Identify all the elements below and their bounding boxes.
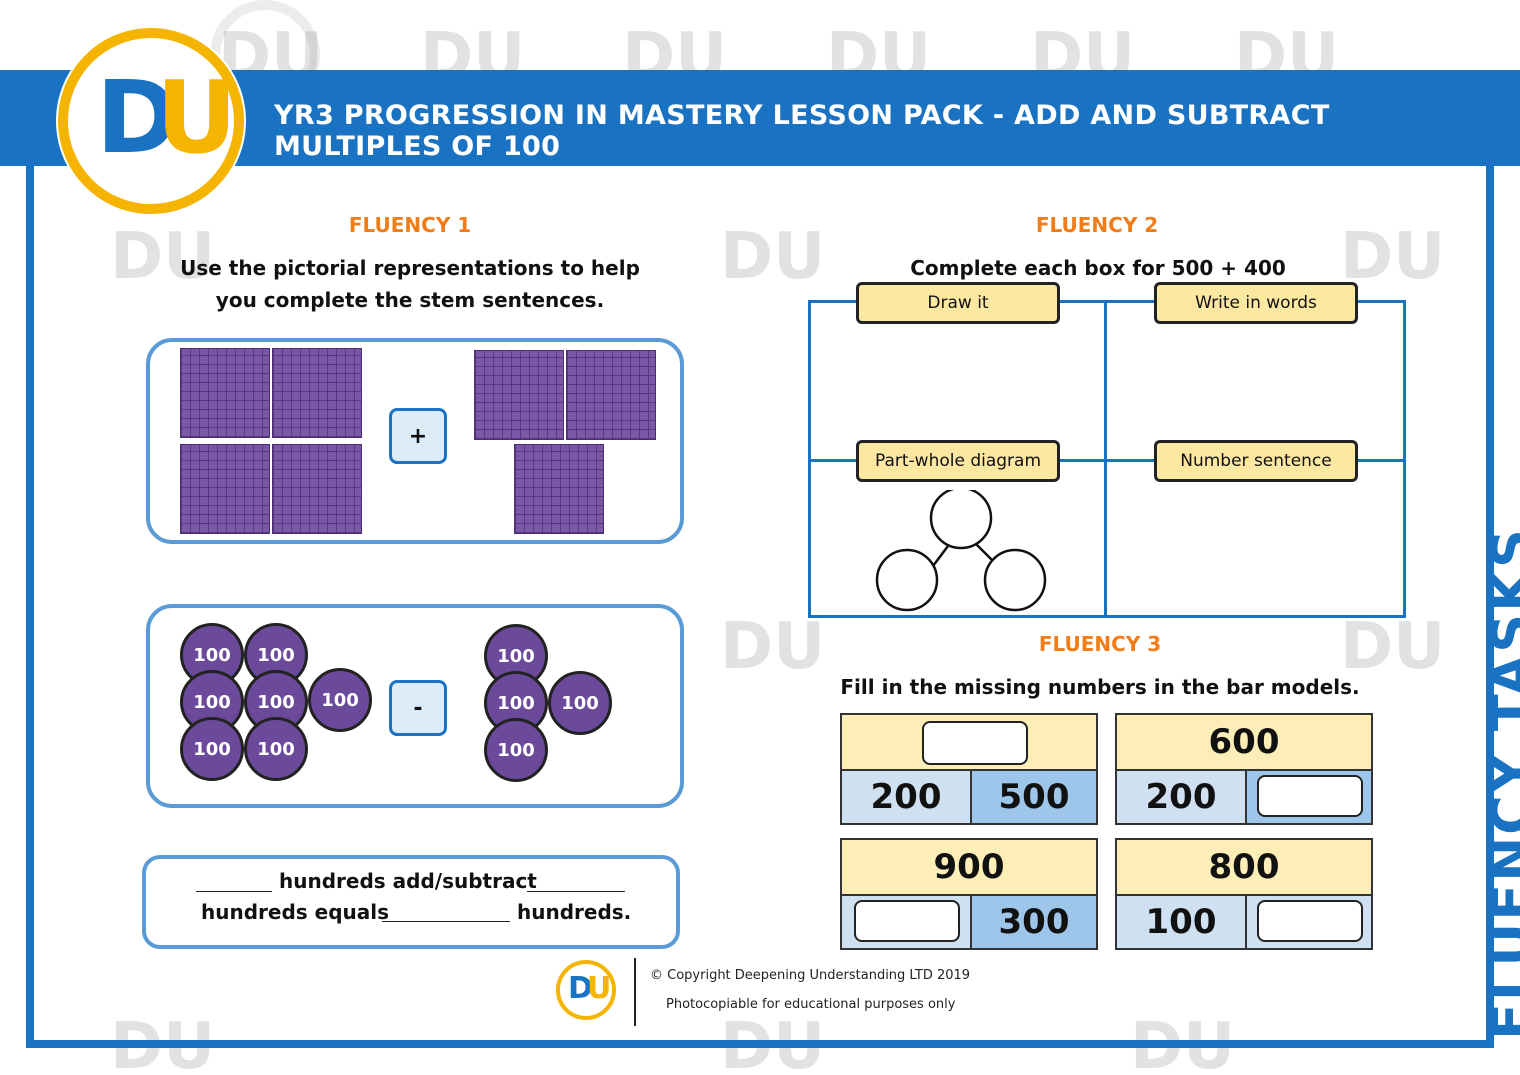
logo-letter-d: D bbox=[568, 971, 593, 1006]
hundred-counter: 100 bbox=[244, 717, 308, 781]
fluency1-title: FLUENCY 1 bbox=[348, 213, 472, 237]
page-title: YR3 PROGRESSION IN MASTERY LESSON PACK -… bbox=[274, 100, 1330, 162]
answer-box[interactable] bbox=[1257, 900, 1363, 942]
bar-model: 800 100 bbox=[1115, 838, 1373, 950]
write-in-words-label: Write in words bbox=[1154, 282, 1358, 324]
bar-part: 200 bbox=[1117, 769, 1247, 823]
whole-circle bbox=[929, 490, 993, 550]
hundred-block bbox=[272, 348, 362, 438]
watermark: DU bbox=[1340, 610, 1446, 684]
minus-sign-box: - bbox=[389, 680, 447, 736]
part-whole-diagram bbox=[875, 490, 1047, 612]
number-sentence-label: Number sentence bbox=[1154, 440, 1358, 482]
fluency3-instruction: Fill in the missing numbers in the bar m… bbox=[840, 675, 1360, 699]
photocopiable-note: Photocopiable for educational purposes o… bbox=[666, 997, 956, 1012]
hundred-block bbox=[180, 444, 270, 534]
answer-box[interactable] bbox=[1257, 775, 1363, 817]
hundred-counter: 100 bbox=[484, 718, 548, 782]
copyright-text: © Copyright Deepening Understanding LTD … bbox=[650, 968, 971, 983]
draw-it-label: Draw it bbox=[856, 282, 1060, 324]
watermark: DU bbox=[720, 220, 826, 294]
bar-total: 800 bbox=[1117, 840, 1371, 894]
footer-divider bbox=[634, 958, 636, 1026]
answer-box[interactable] bbox=[922, 721, 1028, 765]
fluency2-instruction: Complete each box for 500 + 400 bbox=[910, 256, 1286, 280]
fluency1-instruction-line1: Use the pictorial representations to hel… bbox=[180, 256, 640, 280]
answer-blank[interactable] bbox=[196, 891, 272, 892]
bar-total: 600 bbox=[1117, 715, 1371, 769]
bar-part: 200 bbox=[842, 769, 972, 823]
stem-sentence-panel bbox=[142, 855, 680, 949]
counters-subtraction-panel bbox=[146, 604, 684, 808]
watermark: DU bbox=[1340, 220, 1446, 294]
page-frame bbox=[26, 120, 1494, 1048]
logo-letter-u: U bbox=[587, 971, 612, 1006]
fluency3-title: FLUENCY 3 bbox=[1038, 632, 1162, 656]
bar-part: 500 bbox=[972, 769, 1096, 823]
stem-text: hundreds. bbox=[517, 900, 632, 924]
hundred-counter: 100 bbox=[180, 717, 244, 781]
answer-box[interactable] bbox=[854, 900, 960, 942]
bar-model: 200 500 bbox=[840, 713, 1098, 825]
stem-text: hundreds add/subtract bbox=[279, 869, 537, 893]
hundred-counter: 100 bbox=[308, 668, 372, 732]
answer-blank[interactable] bbox=[527, 891, 625, 892]
part-whole-label: Part-whole diagram bbox=[856, 440, 1060, 482]
hundred-counter: 100 bbox=[548, 671, 612, 735]
plus-sign-box: + bbox=[389, 408, 447, 464]
part-circle bbox=[875, 548, 939, 612]
fluency1-instruction-line2: you complete the stem sentences. bbox=[215, 288, 605, 312]
logo-letter-u: U bbox=[156, 59, 238, 176]
base-ten-addition-panel bbox=[146, 338, 684, 544]
bar-total: 900 bbox=[842, 840, 1096, 894]
bar-part: 100 bbox=[1117, 894, 1247, 948]
watermark: DU bbox=[110, 220, 216, 294]
grid-divider bbox=[808, 459, 1406, 462]
watermark: DU bbox=[720, 610, 826, 684]
hundred-block bbox=[514, 444, 604, 534]
hundred-block bbox=[566, 350, 656, 440]
answer-blank[interactable] bbox=[382, 921, 510, 922]
fluency-tasks-side-label: FLUENCY TASKS bbox=[1480, 527, 1520, 1040]
bar-model: 900 300 bbox=[840, 838, 1098, 950]
du-logo: D U bbox=[58, 28, 244, 214]
du-logo-small: D U bbox=[556, 960, 616, 1020]
part-circle bbox=[983, 548, 1047, 612]
hundred-block bbox=[180, 348, 270, 438]
fluency2-title: FLUENCY 2 bbox=[1035, 213, 1159, 237]
logo-letter-d: D bbox=[96, 59, 180, 176]
hundred-block bbox=[474, 350, 564, 440]
stem-text: hundreds equals bbox=[201, 900, 390, 924]
bar-model: 600 200 bbox=[1115, 713, 1373, 825]
hundred-block bbox=[272, 444, 362, 534]
header-bar bbox=[0, 70, 1520, 166]
bar-part: 300 bbox=[972, 894, 1096, 948]
